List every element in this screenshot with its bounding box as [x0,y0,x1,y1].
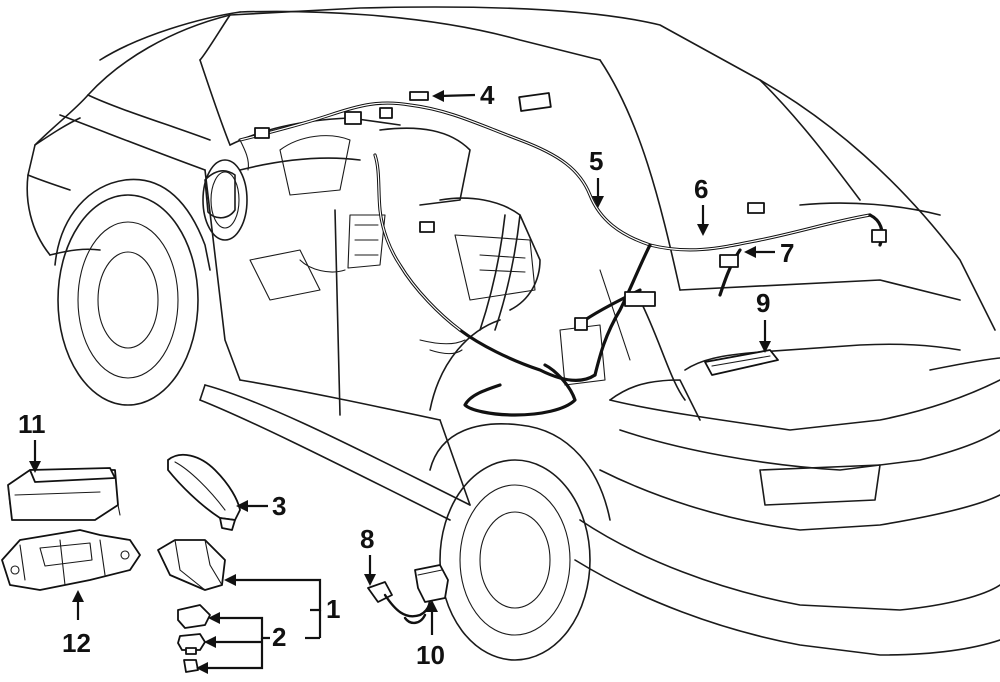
bracket-part-12 [1,529,141,591]
callout-12: 12 [62,628,91,658]
callout-1: 1 [326,594,340,624]
callout-8: 8 [360,524,374,554]
sub-harness-part-8-10 [367,564,449,625]
callout-2: 2 [272,622,286,652]
fasteners-part-2 [177,604,211,673]
callout-9: 9 [756,288,770,318]
rear-module-part-9 [704,349,779,376]
callout-11: 11 [18,409,46,439]
callout-6: 6 [694,174,708,204]
antenna-part-3 [167,453,241,531]
control-module-part-11 [7,467,121,521]
callout-4: 4 [480,80,495,110]
wiring-harness [238,91,887,417]
callout-5: 5 [589,146,603,176]
callout-10: 10 [416,640,445,670]
callout-7: 7 [780,238,794,268]
callout-3: 3 [272,491,286,521]
sensor-part-1 [157,539,226,591]
leader-lines [29,90,775,674]
callout-labels: 1 2 3 4 5 6 7 8 9 10 11 12 [18,80,794,670]
vehicle-body [26,6,1000,661]
